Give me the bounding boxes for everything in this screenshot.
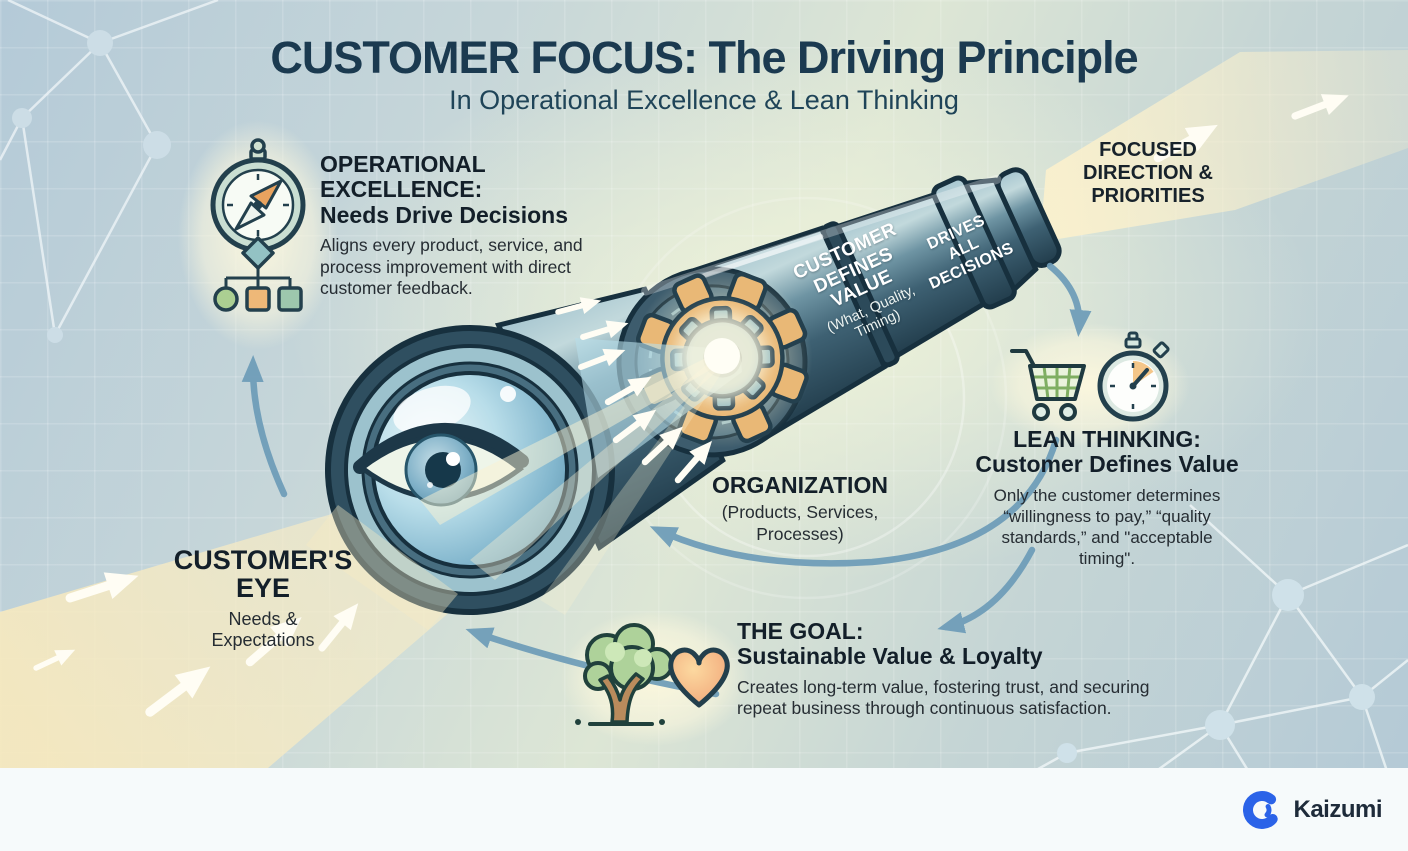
operational-excellence-block: OPERATIONAL EXCELLENCE: Needs Drive Deci… bbox=[320, 151, 650, 300]
arrow-to-organization bbox=[649, 436, 1060, 567]
arrow-to-goal bbox=[937, 546, 1036, 634]
converging-light bbox=[420, 292, 768, 615]
compass-icon bbox=[210, 138, 306, 253]
stopwatch-icon bbox=[1097, 331, 1170, 422]
lean-thinking-body: Only the customer determines “willingnes… bbox=[993, 485, 1221, 568]
footer-bar: Kaizumi bbox=[0, 768, 1408, 851]
page-title: CUSTOMER FOCUS: The Driving Principle bbox=[270, 32, 1138, 83]
organization-block: ORGANIZATION (Products, Services, Proces… bbox=[680, 472, 920, 546]
network-pattern-top-left bbox=[0, 0, 219, 343]
tree-icon bbox=[575, 623, 674, 726]
kaizumi-logo-icon bbox=[1243, 790, 1282, 829]
customers-eye-sub: Needs & Expectations bbox=[211, 608, 315, 651]
eye-icon bbox=[353, 385, 529, 507]
goal-block: THE GOAL: Sustainable Value & Loyalty Cr… bbox=[737, 618, 1177, 720]
organization-heading: ORGANIZATION bbox=[712, 472, 888, 498]
customers-eye-block: CUSTOMER'S EYE Needs & Expectations bbox=[148, 546, 378, 652]
organization-sub: (Products, Services, Processes) bbox=[721, 502, 879, 544]
outgoing-light-beam bbox=[1040, 50, 1408, 242]
heart-icon bbox=[668, 647, 730, 708]
incoming-light-beam bbox=[0, 508, 466, 768]
focused-direction-label: FOCUSED DIRECTION & PRIORITIES bbox=[1083, 139, 1213, 207]
telescope-illustration bbox=[306, 167, 1062, 630]
goal-body: Creates long-term value, fostering trust… bbox=[737, 676, 1150, 719]
shopping-cart-icon bbox=[1010, 349, 1086, 421]
org-chart-icon bbox=[213, 236, 303, 312]
goal-heading: THE GOAL: bbox=[737, 618, 864, 644]
lean-thinking-heading: LEAN THINKING: bbox=[1013, 426, 1201, 452]
operational-excellence-subheading: Needs Drive Decisions bbox=[320, 201, 569, 228]
lean-thinking-block: LEAN THINKING: Customer Defines Value On… bbox=[972, 426, 1242, 569]
beam-over-lens bbox=[306, 505, 458, 630]
operational-excellence-body: Aligns every product, service, and proce… bbox=[320, 234, 583, 299]
network-pattern-bottom-right bbox=[999, 504, 1408, 792]
arrow-to-lean-thinking bbox=[1046, 262, 1092, 337]
brand-name: Kaizumi bbox=[1293, 795, 1382, 823]
operational-excellence-heading: OPERATIONAL EXCELLENCE: bbox=[320, 151, 486, 203]
lean-thinking-subheading: Customer Defines Value bbox=[975, 451, 1239, 478]
page-subtitle: In Operational Excellence & Lean Thinkin… bbox=[449, 85, 959, 115]
goal-subheading: Sustainable Value & Loyalty bbox=[737, 643, 1043, 670]
arrow-to-operational-excellence bbox=[241, 355, 288, 498]
customers-eye-heading: CUSTOMER'S EYE bbox=[173, 545, 353, 604]
